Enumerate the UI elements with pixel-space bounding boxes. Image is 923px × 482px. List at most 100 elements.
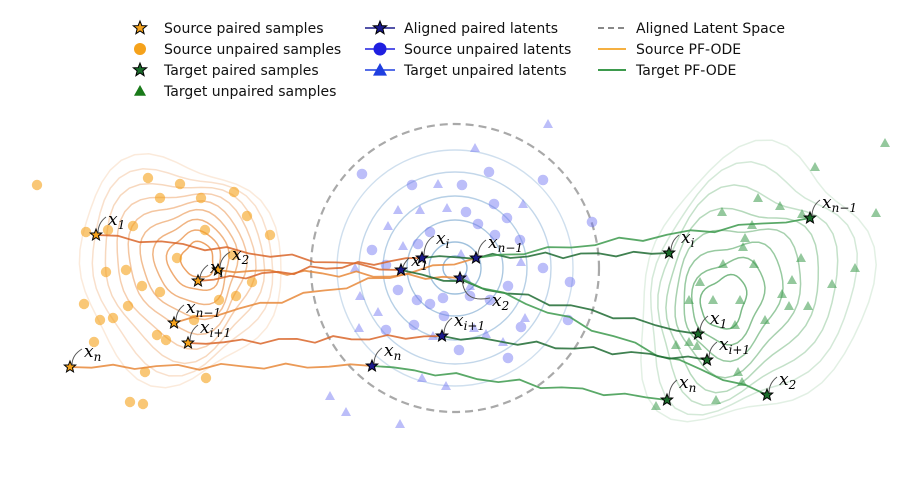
source-unpaired-sample [137,398,149,410]
legend-entry-tgt_unpaired_lat: Target unpaired latents [365,63,567,79]
source-unpaired-sample [246,276,258,288]
target-unpaired-latent [373,307,383,316]
source-unpaired-latent [438,310,450,322]
target-unpaired-sample [810,162,820,171]
label-text: xi+1 [719,335,750,357]
source-unpaired-latent [472,218,484,230]
label-leader [477,239,487,257]
source-unpaired-latent [406,179,418,191]
source-paired-sample [211,262,225,277]
legend-label: Source unpaired samples [164,42,341,58]
target-unpaired-latent [355,291,365,300]
source-unpaired-sample [124,396,136,408]
target-unpaired-latent [415,205,425,214]
label-leader [402,257,410,269]
label-leader [670,234,680,252]
label-text: x1 [411,251,428,273]
source-density-contour [179,240,214,278]
legend-label: Source unpaired latents [404,42,571,58]
source-paired-sample [89,227,103,242]
label-leader [373,347,383,365]
source-unpaired-latent [489,229,501,241]
target-unpaired-latent [456,249,466,258]
source-unpaired-latent [488,198,500,210]
source-unpaired-latent [424,298,436,310]
source-unpaired-latent [392,284,404,296]
target-density-contour [640,139,877,423]
legend-circle-icon [134,43,146,55]
label-leader [461,275,491,300]
source-unpaired-sample [213,294,225,306]
target-pf-ode-path [475,217,811,259]
aligned-paired-latent [365,358,379,373]
latent-gaussian-contour [442,255,468,281]
target-unpaired-sample [740,233,750,242]
target-unpaired-latent [470,143,480,152]
label-target-x2: x2 [768,370,796,394]
source-unpaired-latent [437,292,449,304]
target-density-contour [683,241,784,363]
source-unpaired-sample [151,329,163,341]
source-unpaired-sample [174,178,186,190]
legend-entry-aligned_paired: Aligned paired latents [365,19,558,37]
target-pf-ode-path [441,335,708,361]
target-pf-ode-path [421,250,670,260]
source-unpaired-sample [122,300,134,312]
label-target-xi1: xi+1 [708,335,750,359]
source-pf-ode-path [173,257,477,324]
label-source-x1: x1 [97,210,125,234]
target-density-contour [649,161,858,416]
source-unpaired-sample [154,286,166,298]
label-leader [708,341,718,359]
label-text: x1 [710,309,727,331]
legend-star-icon [131,19,149,35]
aligned-paired-latent [469,250,483,265]
source-unpaired-latent [483,166,495,178]
legend-label: Target paired samples [163,63,319,79]
source-paired-sample [63,359,77,374]
source-density-contour [104,182,266,365]
target-pf-ode-path [400,269,699,335]
source-unpaired-latent [537,174,549,186]
label-leader [668,379,678,399]
source-unpaired-sample [199,224,211,236]
source-unpaired-latent [460,206,472,218]
legend-entry-src_unpaired: Source unpaired samples [134,42,341,58]
label-text: xi+1 [200,318,231,340]
target-unpaired-latent [350,263,360,272]
target-unpaired-sample [784,301,794,310]
source-unpaired-sample [160,334,172,346]
target-unpaired-sample [684,295,694,304]
source-pf-ode-path [95,234,402,271]
target-unpaired-latent [520,313,530,322]
source-unpaired-latent [537,262,549,274]
source-unpaired-sample [200,372,212,384]
target-unpaired-sample [796,253,806,262]
target-unpaired-latent [543,119,553,128]
target-unpaired-sample [775,201,785,210]
aligned-paired-latent [435,328,449,343]
label-leader [219,251,231,269]
label-text: xn [679,373,696,395]
density-contours [78,139,877,423]
target-unpaired-latent [325,391,335,400]
legend-label: Target unpaired latents [403,63,567,79]
source-unpaired-latent [514,234,526,246]
source-unpaired-latent [356,168,368,180]
target-unpaired-sample [880,138,890,147]
latent-gaussian-contour [358,171,552,365]
source-unpaired-sample [139,366,151,378]
target-unpaired-latent [469,323,479,332]
target-unpaired-sample [753,193,763,202]
legend-label: Source paired samples [164,21,323,37]
source-unpaired-latent [408,319,420,331]
target-paired-sample [803,210,817,225]
source-density-contour [91,168,274,377]
source-unpaired-latent [424,226,436,238]
source-unpaired-latent [502,352,514,364]
target-unpaired-latent [383,221,393,230]
source-density-contour [139,208,239,321]
legend-label: Aligned Latent Space [636,21,785,37]
